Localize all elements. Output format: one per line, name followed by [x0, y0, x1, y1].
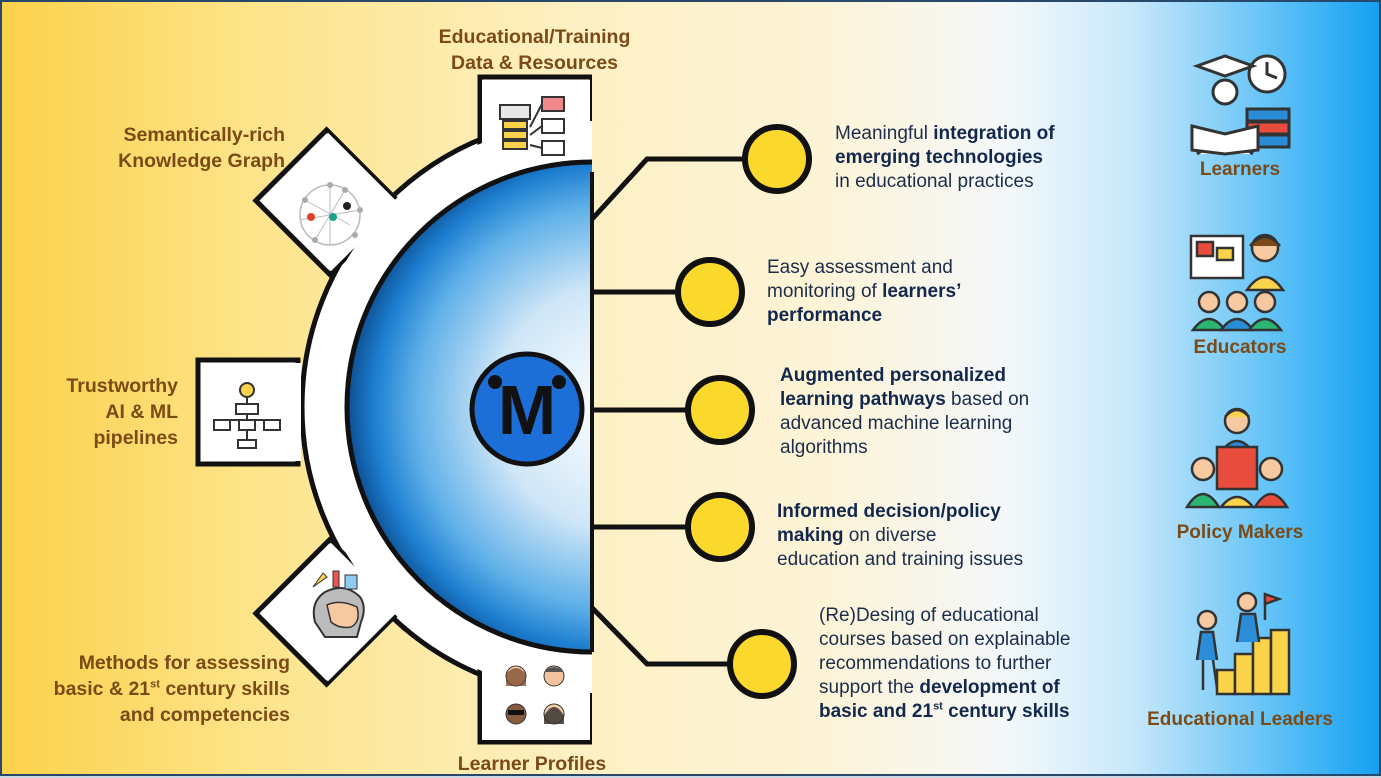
- node-3: [685, 375, 755, 445]
- bullet-3: Augmented personalized learning pathways…: [780, 365, 1030, 458]
- bullet-4: Informed decision/policy making on diver…: [777, 501, 1024, 570]
- head-ideas-icon: [312, 570, 365, 638]
- node-5: [727, 629, 797, 699]
- nodes: [675, 124, 812, 699]
- stakeholder-learners: Learners: [1199, 159, 1281, 180]
- label-learner-profiles: Learner Profiles: [457, 753, 607, 775]
- svg-text:M: M: [498, 371, 556, 449]
- stakeholder-policy-makers: Policy Makers: [1176, 522, 1304, 543]
- avatars-icon: [505, 665, 565, 725]
- bullet-1: Meaningful integration of emerging techn…: [835, 123, 1055, 192]
- stakeholder-educational-leaders: Educational Leaders: [1147, 709, 1333, 730]
- center-logo: M: [469, 351, 585, 467]
- database-network-icon: [499, 96, 565, 156]
- label-knowledge-graph: Semantically-rich Knowledge Graph: [118, 124, 285, 172]
- graduate-reading-clock-icon: [1190, 54, 1291, 156]
- node-2: [675, 257, 745, 327]
- label-data-resources: Educational/Training Data & Resources: [438, 26, 631, 74]
- lightbulb-flowchart-icon: [213, 382, 281, 449]
- label-skills: Methods for assessing basic & 21st centu…: [53, 652, 290, 726]
- leaders-podium-icon: [1195, 591, 1291, 696]
- node-1: [742, 124, 812, 194]
- bullet-2: Easy assessment and monitoring of learne…: [767, 257, 962, 326]
- network-graph-icon: [299, 182, 363, 246]
- gear-shape: [195, 74, 592, 745]
- bullet-5: (Re)Desing of educational courses based …: [819, 605, 1071, 722]
- teacher-classroom-icon: [1189, 233, 1286, 332]
- speaker-podium-icon: [1184, 407, 1290, 509]
- label-pipelines: Trustworthy AI & ML pipelines: [66, 375, 178, 449]
- stakeholder-educators: Educators: [1193, 337, 1287, 358]
- node-4: [685, 492, 755, 562]
